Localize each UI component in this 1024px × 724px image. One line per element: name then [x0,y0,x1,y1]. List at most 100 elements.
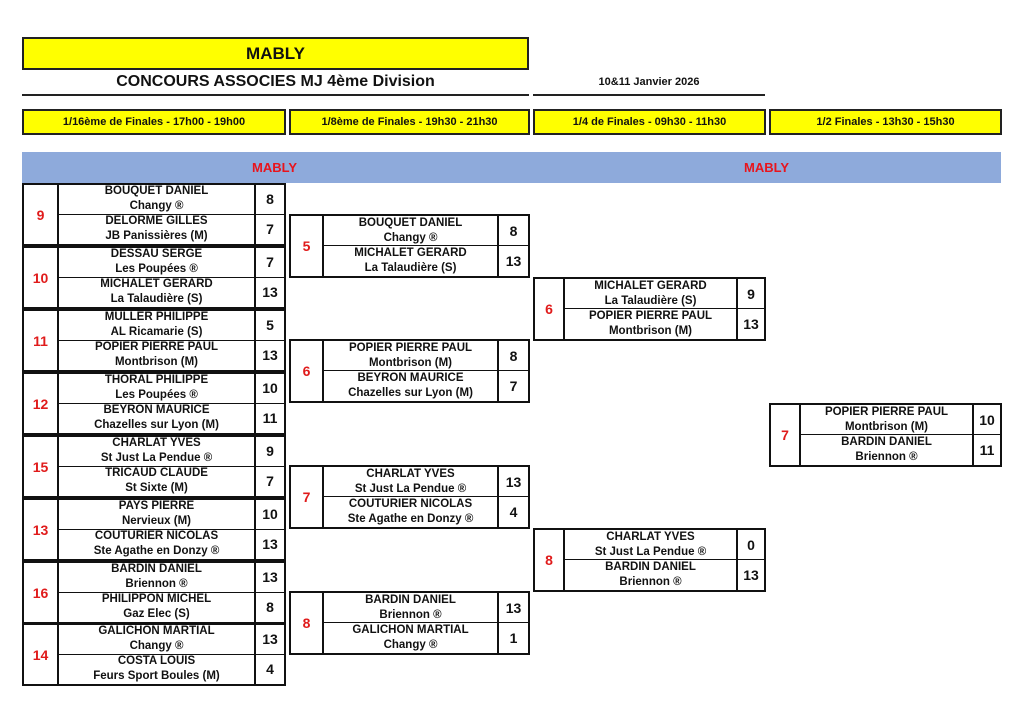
player-club: St Just La Pendue ® [100,452,213,465]
player-cell: BOUQUET DANIEL Changy ® [324,216,499,246]
player-score: 7 [509,378,518,394]
player-name: COSTA LOUIS [117,655,196,668]
player-name: BOUQUET DANIEL [358,216,463,229]
player-club: Briennon ® [379,608,442,621]
player-club: Montbrison (M) [368,356,453,369]
competition-title: CONCOURS ASSOCIES MJ 4ème Division [116,73,435,90]
player-name: MICHALET GERARD [594,279,707,292]
player-name: POPIER PIERRE PAUL [588,310,713,322]
player-score: 13 [256,563,284,593]
player-club: Changy ® [383,639,438,651]
match-number: 13 [24,500,59,559]
player-name: BARDIN DANIEL [111,563,202,576]
venue-title-text: MABLY [246,43,305,63]
player-club: Chazelles sur Lyon (M) [94,419,219,432]
player-score: 9 [256,437,284,467]
player-cell: BEYRON MAURICE Chazelles sur Lyon (M) [324,371,499,401]
player-score: 7 [266,473,274,490]
player-name: BEYRON MAURICE [103,404,210,417]
player-score: 10 [974,405,1000,435]
player-club: Gaz Elec (S) [123,608,190,621]
match-number: 10 [24,248,59,307]
player-score: 7 [266,221,274,238]
player-score: 13 [499,467,528,497]
player-club: Ste Agathe en Donzy ® [93,545,220,558]
player-name: DESSAU SERGE [110,248,203,261]
event-date: 10&11 Janvier 2026 [598,76,700,88]
player-club: Briennon ® [855,451,918,463]
player-club: La Talaudière (S) [364,262,457,274]
player-club: Ste Agathe en Donzy ® [347,513,474,525]
player-club: Nervieux (M) [121,515,192,528]
round-header-label: 1/4 de Finales - 09h30 - 11h30 [572,116,727,128]
player-score: 0 [738,530,764,560]
player-score: 10 [256,374,284,404]
player-club: Montbrison (M) [844,420,929,433]
player-cell: COUTURIER NICOLAS Ste Agathe en Donzy ® [59,529,256,559]
player-name: BARDIN DANIEL [605,561,696,573]
player-club: Les Poupées ® [115,389,198,402]
player-club: St Sixte (M) [125,482,188,495]
player-club: AL Ricamarie (S) [110,326,203,339]
player-score: 13 [262,347,278,364]
match-number: 7 [771,405,801,465]
player-club: Changy ® [383,231,438,244]
round-header-label: 1/8ème de Finales - 19h30 - 21h30 [321,116,498,128]
round-header-1-8: 1/8ème de Finales - 19h30 - 21h30 [289,109,530,135]
player-club: Chazelles sur Lyon (M) [348,387,473,399]
player-club: Montbrison (M) [608,325,693,337]
match-number: 5 [291,216,324,276]
player-score: 8 [499,216,528,246]
match-number: 11 [24,311,59,370]
player-score: 8 [256,185,284,215]
round-header-1-16: 1/16ème de Finales - 17h00 - 19h00 [22,109,286,135]
player-name: POPIER PIERRE PAUL [824,405,949,418]
player-cell: POPIER PIERRE PAUL Montbrison (M) [565,309,738,339]
player-score: 11 [262,410,278,427]
player-name: MICHALET GERARD [354,247,467,259]
player-name: GALICHON MARTIAL [352,624,469,636]
match-number: 12 [24,374,59,433]
date-underline [533,94,765,96]
player-name: PAYS PIERRE [118,500,195,513]
player-name: BEYRON MAURICE [357,372,464,384]
player-cell: GALICHON MARTIAL Changy ® [324,623,499,653]
player-score: 13 [262,284,278,301]
player-name: BARDIN DANIEL [841,436,932,448]
player-club: Feurs Sport Boules (M) [93,670,220,683]
match-number: 8 [291,593,324,653]
player-name: POPIER PIERRE PAUL [348,341,473,354]
round-header-label: 1/16ème de Finales - 17h00 - 19h00 [62,116,246,128]
player-name: GALICHON MARTIAL [98,625,215,638]
player-name: PHILIPPON MICHEL [101,593,212,606]
venue-band: MABLY MABLY [22,152,1001,183]
player-score: 9 [738,279,764,309]
player-name: POPIER PIERRE PAUL [94,341,219,354]
player-score: 13 [505,253,522,269]
player-score: 4 [266,661,274,678]
player-name: COUTURIER NICOLAS [94,530,219,543]
band-right-label: MABLY [744,160,790,175]
